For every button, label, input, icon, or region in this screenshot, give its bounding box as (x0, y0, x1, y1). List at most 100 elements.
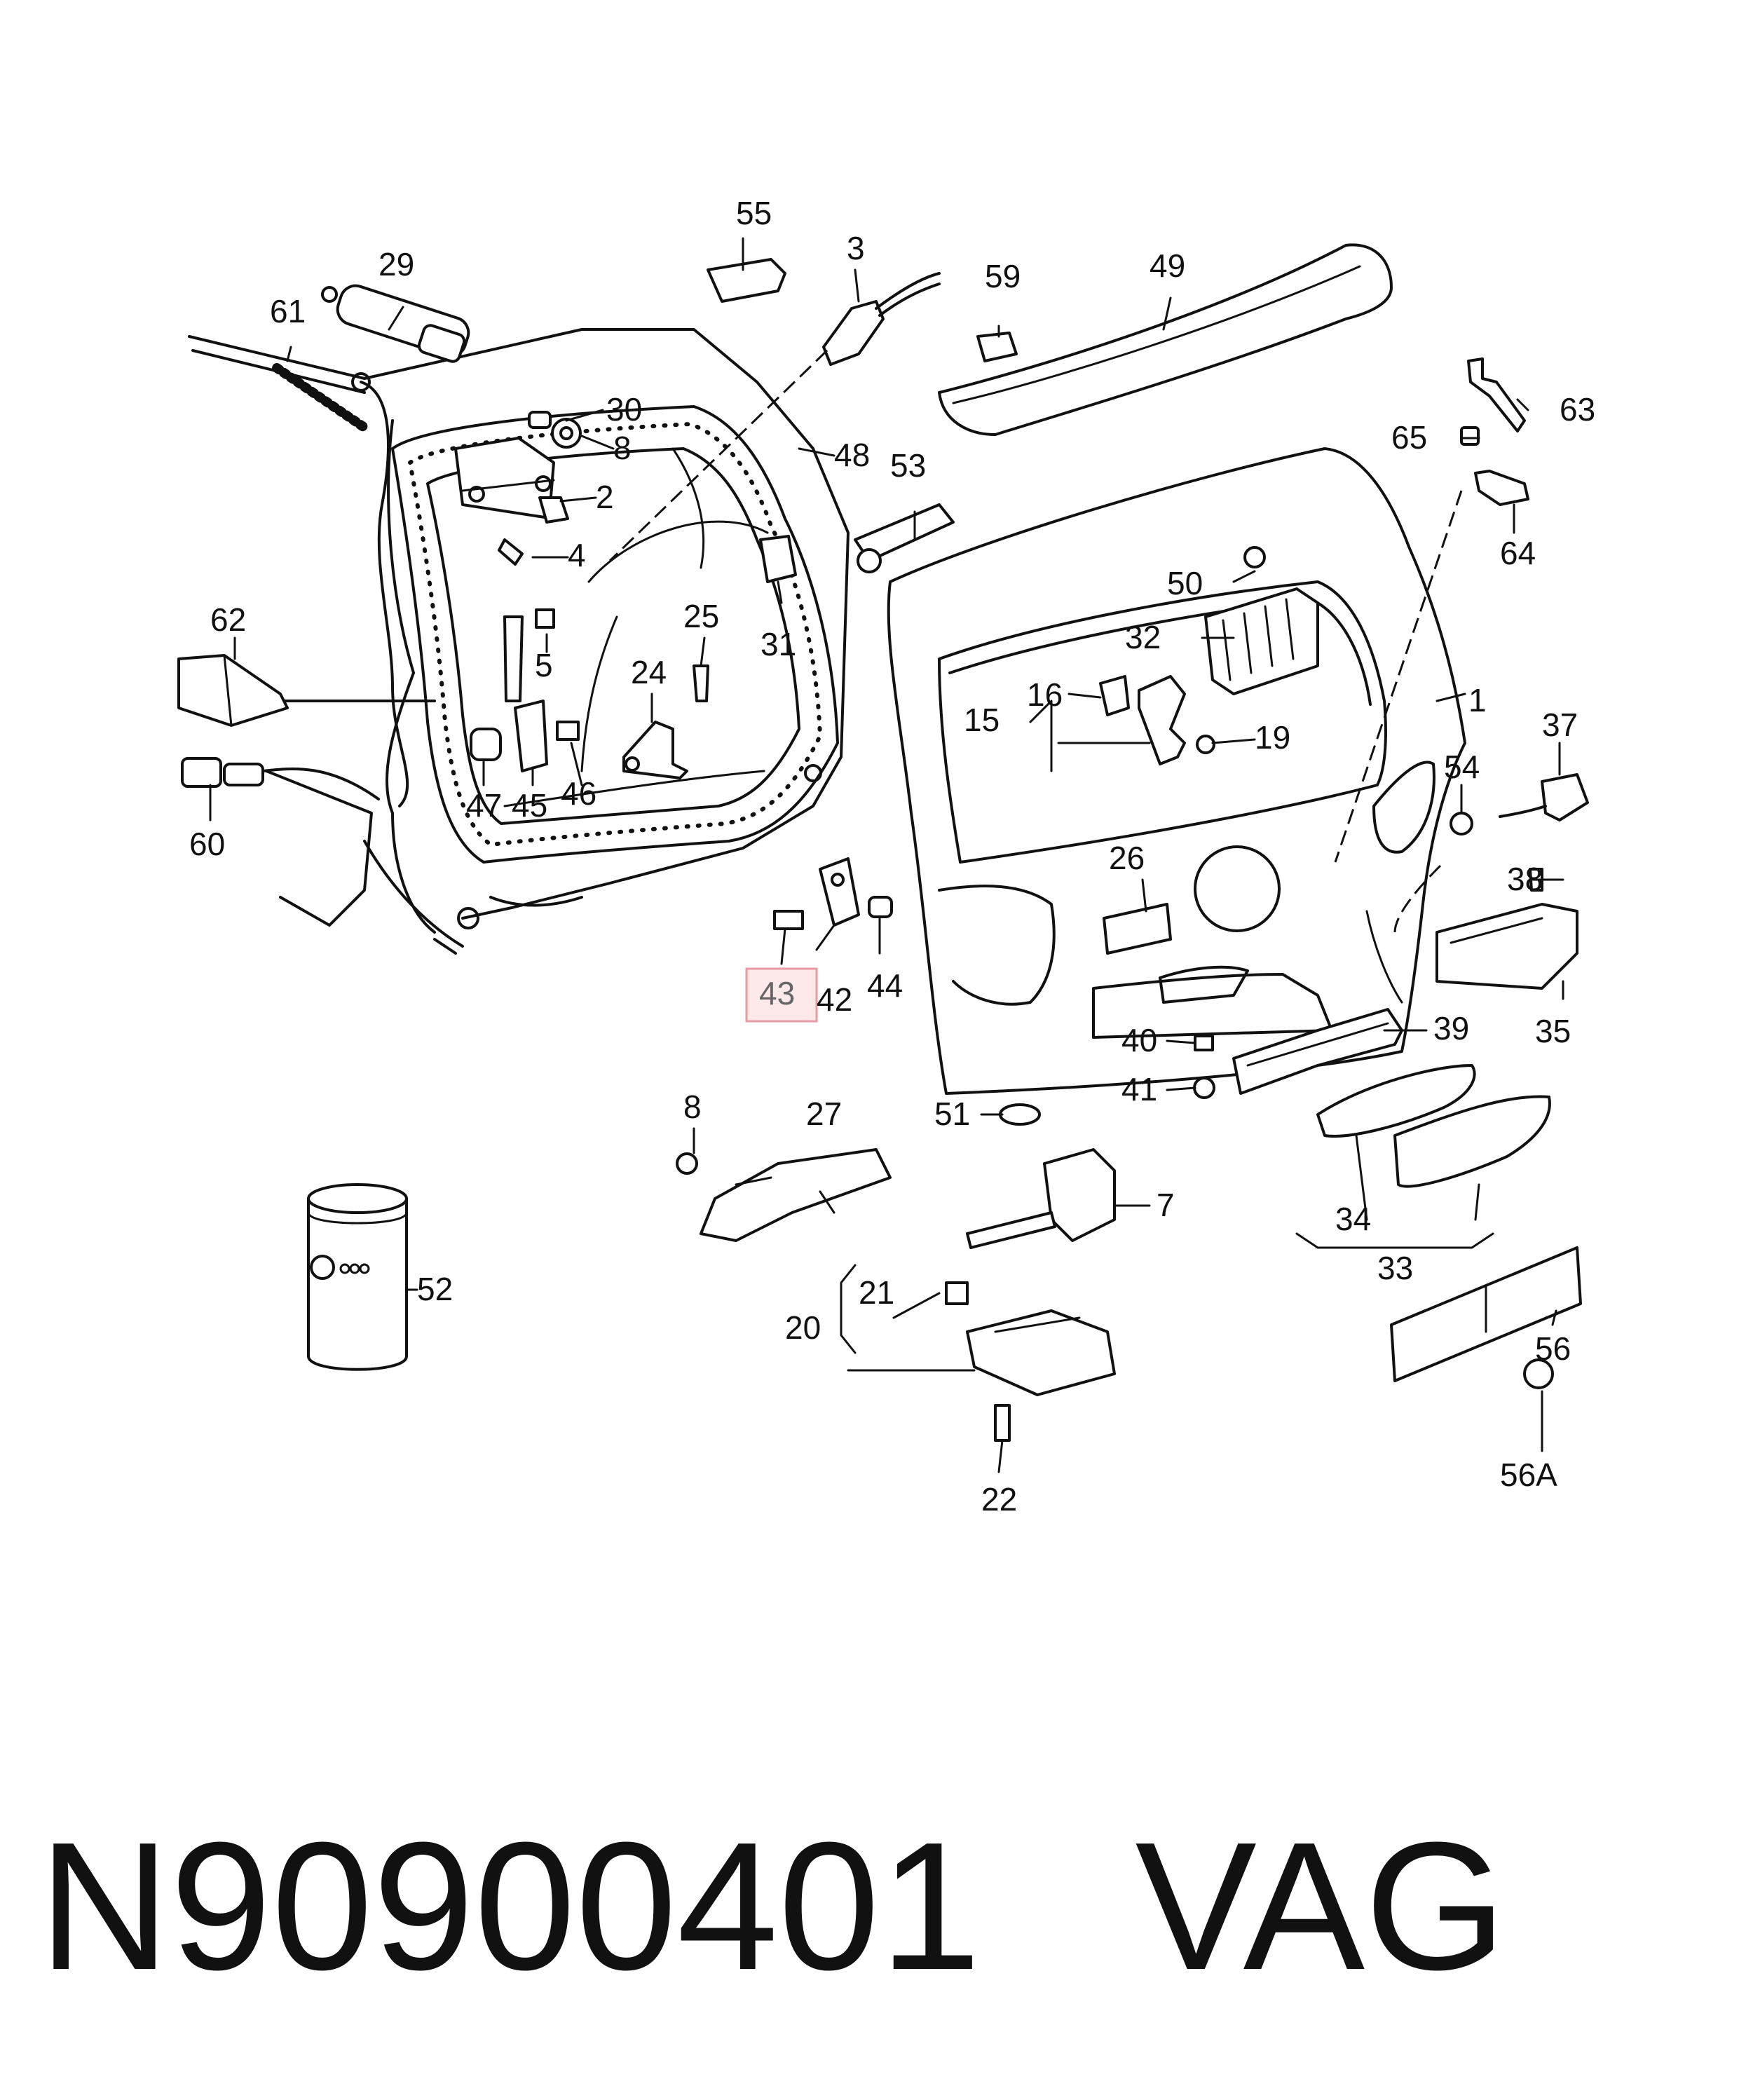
bracket-19 (1138, 675, 1215, 765)
callout-48[interactable]: 48 (834, 437, 870, 473)
callout-24[interactable]: 24 (631, 654, 667, 690)
screw-43 (773, 910, 804, 930)
callout-50[interactable]: 50 (1167, 565, 1203, 601)
parts-diagram: 55 29 61 3 59 49 63 65 64 30 8 2 48 53 4… (177, 195, 1595, 1518)
exploded-view-drawing: 55 29 61 3 59 49 63 65 64 30 8 2 48 53 4… (177, 195, 1595, 1518)
callout-7[interactable]: 7 (1157, 1187, 1175, 1223)
callout-34[interactable]: 34 (1335, 1201, 1371, 1237)
clip-65 (1460, 426, 1480, 446)
callout-22[interactable]: 22 (981, 1481, 1017, 1518)
callout-33[interactable]: 33 (1377, 1250, 1413, 1286)
callout-64[interactable]: 64 (1500, 535, 1536, 571)
rod-63 (1467, 357, 1526, 432)
callout-51[interactable]: 51 (934, 1096, 970, 1132)
callout-30[interactable]: 30 (606, 391, 642, 428)
callout-39[interactable]: 39 (1433, 1010, 1469, 1046)
nut-8 (551, 418, 582, 449)
callout-56a[interactable]: 56A (1500, 1457, 1557, 1493)
callout-62[interactable]: 62 (210, 601, 246, 638)
cover-62 (177, 654, 289, 727)
screw-21 (945, 1281, 969, 1305)
opening-seal (391, 405, 839, 864)
nut-8b (676, 1152, 698, 1175)
callout-43[interactable]: 43 (759, 975, 795, 1011)
callout-16[interactable]: 16 (1027, 676, 1063, 713)
lock-20 (966, 1309, 1116, 1396)
trim-34 (1316, 1064, 1476, 1138)
callout-15[interactable]: 15 (964, 702, 1000, 738)
callout-2[interactable]: 2 (596, 479, 614, 515)
bush-44 (868, 896, 893, 918)
actuator-16 (1099, 675, 1130, 716)
label-55 (707, 258, 786, 303)
callout-44[interactable]: 44 (867, 967, 903, 1004)
clip-26 (1103, 903, 1172, 955)
plate-56 (1390, 1246, 1582, 1382)
callout-5[interactable]: 5 (535, 647, 553, 683)
screw-56a (1523, 1358, 1554, 1389)
trim-panel-27 (700, 1148, 892, 1242)
callout-20[interactable]: 20 (785, 1309, 821, 1346)
part-number: N90900401 (39, 1805, 981, 2008)
callout-19[interactable]: 19 (1255, 719, 1290, 756)
body-opening (188, 328, 850, 955)
callout-65[interactable]: 65 (1391, 419, 1427, 456)
hinge (454, 437, 569, 524)
handle-39 (1232, 1008, 1403, 1095)
callout-45[interactable]: 45 (512, 787, 547, 824)
callout-35[interactable]: 35 (1535, 1013, 1571, 1049)
callout-29[interactable]: 29 (378, 246, 414, 282)
callout-56[interactable]: 56 (1535, 1330, 1571, 1367)
callout-49[interactable]: 49 (1150, 247, 1185, 284)
callout-37[interactable]: 37 (1542, 707, 1578, 743)
buffer-59 (976, 332, 1018, 362)
guide-45 (514, 700, 548, 772)
callout-26[interactable]: 26 (1109, 840, 1145, 876)
callout-32[interactable]: 32 (1125, 619, 1161, 655)
callout-60[interactable]: 60 (189, 826, 225, 862)
nut-54 (1450, 812, 1473, 836)
label-31 (759, 535, 797, 583)
callout-3[interactable]: 3 (847, 230, 865, 266)
highlight-box-43 (745, 967, 818, 1023)
callout-4[interactable]: 4 (568, 537, 586, 573)
trim-33 (1393, 1095, 1551, 1188)
callout-31[interactable]: 31 (761, 626, 796, 662)
callout-46[interactable]: 46 (561, 775, 596, 812)
callout-63[interactable]: 63 (1560, 391, 1595, 428)
bolt-4 (498, 538, 524, 566)
tailgate-panel (887, 447, 1466, 1095)
callout-21[interactable]: 21 (859, 1274, 894, 1311)
callout-27[interactable]: 27 (806, 1096, 842, 1132)
callout-61[interactable]: 61 (270, 293, 306, 329)
spring-cable (272, 363, 409, 807)
callout-8a[interactable]: 8 (613, 430, 632, 466)
callout-54[interactable]: 54 (1444, 749, 1480, 785)
wiring-harness (822, 272, 941, 366)
screw-22 (994, 1404, 1011, 1442)
bolt-30 (528, 411, 552, 429)
striker-42 (819, 857, 860, 927)
callout-25[interactable]: 25 (683, 598, 719, 634)
leader-lines (209, 237, 1564, 1473)
callout-1[interactable]: 1 (1468, 682, 1487, 718)
callout-52[interactable]: 52 (417, 1271, 453, 1307)
plug-51 (999, 1103, 1041, 1126)
callout-47[interactable]: 47 (466, 787, 502, 824)
brand-name: VAG (1135, 1805, 1507, 2008)
nut-41 (1193, 1077, 1215, 1099)
callout-40[interactable]: 40 (1121, 1022, 1157, 1058)
callout-55[interactable]: 55 (736, 195, 772, 231)
callout-41[interactable]: 41 (1121, 1071, 1157, 1107)
sensor-60 (181, 757, 380, 800)
spring-53 (854, 503, 955, 573)
callout-42[interactable]: 42 (817, 981, 852, 1018)
callout-53[interactable]: 53 (890, 447, 926, 484)
callout-59[interactable]: 59 (985, 258, 1021, 294)
lock-actuator-7 (966, 1148, 1116, 1249)
aerosol-can-52 (307, 1183, 408, 1371)
callout-38[interactable]: 38 (1507, 861, 1543, 897)
nut-50 (1243, 546, 1266, 568)
callout-8b[interactable]: 8 (683, 1089, 702, 1125)
callouts: 55 29 61 3 59 49 63 65 64 30 8 2 48 53 4… (189, 195, 1595, 1518)
